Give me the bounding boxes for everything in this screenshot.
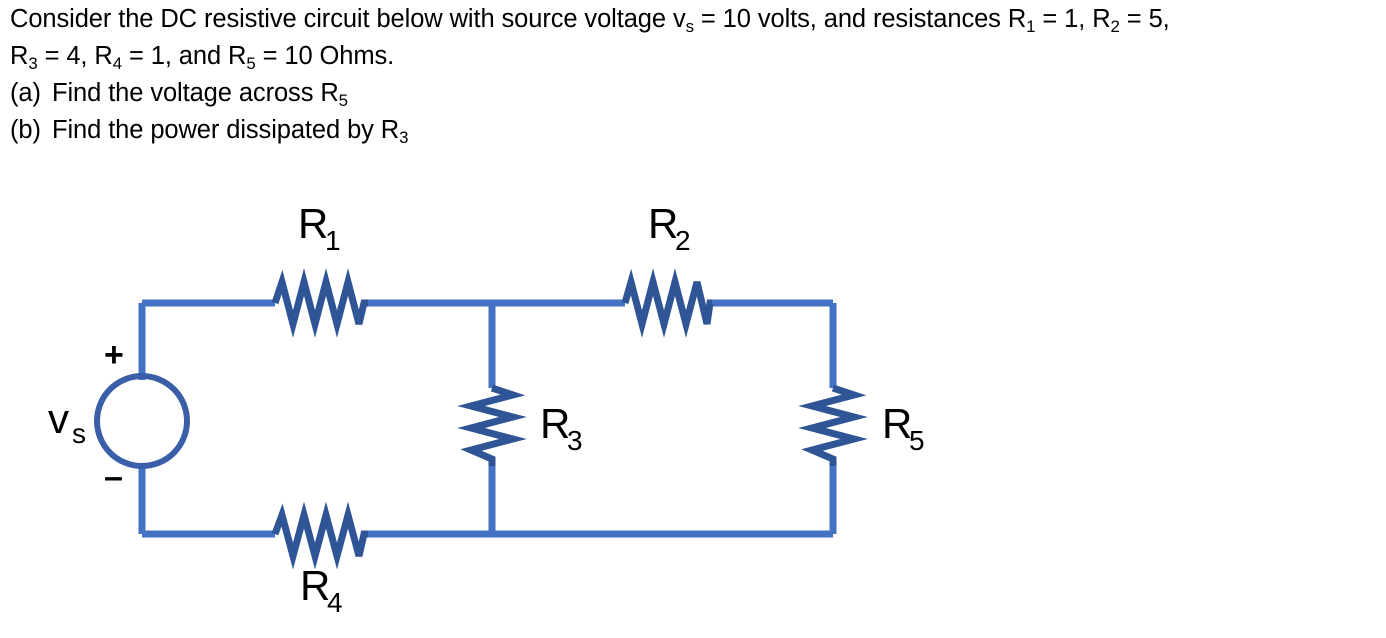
resistor-r5: R 5: [798, 384, 925, 466]
resistor-r5-zigzag: [798, 384, 868, 466]
problem-item-a-sub: 5: [338, 91, 348, 111]
resistor-r2-label-subscript: 2: [675, 225, 691, 256]
voltage-source: + – v s: [48, 336, 190, 496]
voltage-source-label-subscript: s: [72, 418, 86, 449]
problem-item-a-marker: (a): [10, 79, 41, 107]
voltage-source-label: v: [48, 395, 69, 442]
circuit-wires: [138, 299, 837, 538]
resistor-r4: R 4: [271, 501, 368, 618]
resistor-r3: R 3: [457, 384, 583, 466]
problem-statement: Consider the DC resistive circuit below …: [10, 2, 1386, 150]
resistor-r2: R 2: [621, 200, 714, 338]
resistor-r1: R 1: [271, 200, 368, 338]
resistor-r3-label: R: [540, 400, 570, 447]
resistor-r3-zigzag: [457, 384, 527, 466]
voltage-source-circle: [94, 373, 190, 469]
resistor-r5-label: R: [882, 400, 912, 447]
problem-line-2-sub-2: 4: [112, 54, 122, 74]
problem-line-2: R3 = 4, R4 = 1, and R5 = 10 Ohms.: [10, 39, 1386, 76]
problem-line-2-sub-3: 5: [246, 54, 256, 74]
problem-line-2-part-1: R: [10, 42, 29, 70]
problem-line-2-part-4: = 10 Ohms.: [255, 42, 395, 70]
resistor-r2-label: R: [648, 200, 678, 247]
problem-line-1-part-1: Consider the DC resistive circuit below …: [10, 5, 686, 33]
problem-line-2-part-2: = 4, R: [37, 42, 113, 70]
circuit-diagram: + – v s R 1 R 2 R 3 R 4: [0, 170, 1386, 638]
problem-line-1-sub-3: 2: [1110, 17, 1120, 37]
problem-item-a-text: Find the voltage across R: [52, 79, 339, 107]
resistor-r2-zigzag: [621, 268, 714, 338]
circuit-svg: + – v s R 1 R 2 R 3 R 4: [48, 200, 925, 618]
problem-line-1-part-2: = 10 volts, and resistances R: [693, 5, 1027, 33]
resistor-r3-label-subscript: 3: [567, 425, 583, 456]
resistor-r4-zigzag: [271, 501, 368, 570]
problem-line-1-sub-2: 1: [1026, 17, 1036, 37]
problem-item-b-sub: 3: [399, 128, 409, 148]
problem-line-1-part-3: = 1, R: [1035, 5, 1111, 33]
resistor-r4-label-subscript: 4: [327, 587, 343, 618]
resistor-r1-label-subscript: 1: [325, 225, 341, 256]
problem-line-1-sub-1: s: [685, 17, 694, 37]
resistor-r1-zigzag: [271, 268, 368, 338]
problem-line-2-part-3: = 1, and R: [122, 42, 247, 70]
problem-line-1: Consider the DC resistive circuit below …: [10, 2, 1386, 39]
problem-line-2-sub-1: 3: [28, 54, 38, 74]
resistor-r5-label-subscript: 5: [909, 425, 925, 456]
voltage-source-plus-sign: +: [104, 336, 124, 374]
resistor-r1-label: R: [298, 200, 328, 247]
problem-item-b-text: Find the power dissipated by R: [52, 116, 400, 144]
problem-line-1-part-4: = 5,: [1119, 5, 1170, 33]
resistor-r4-label: R: [300, 562, 330, 609]
voltage-source-minus-sign: –: [104, 458, 123, 496]
problem-item-b-marker: (b): [10, 116, 41, 144]
